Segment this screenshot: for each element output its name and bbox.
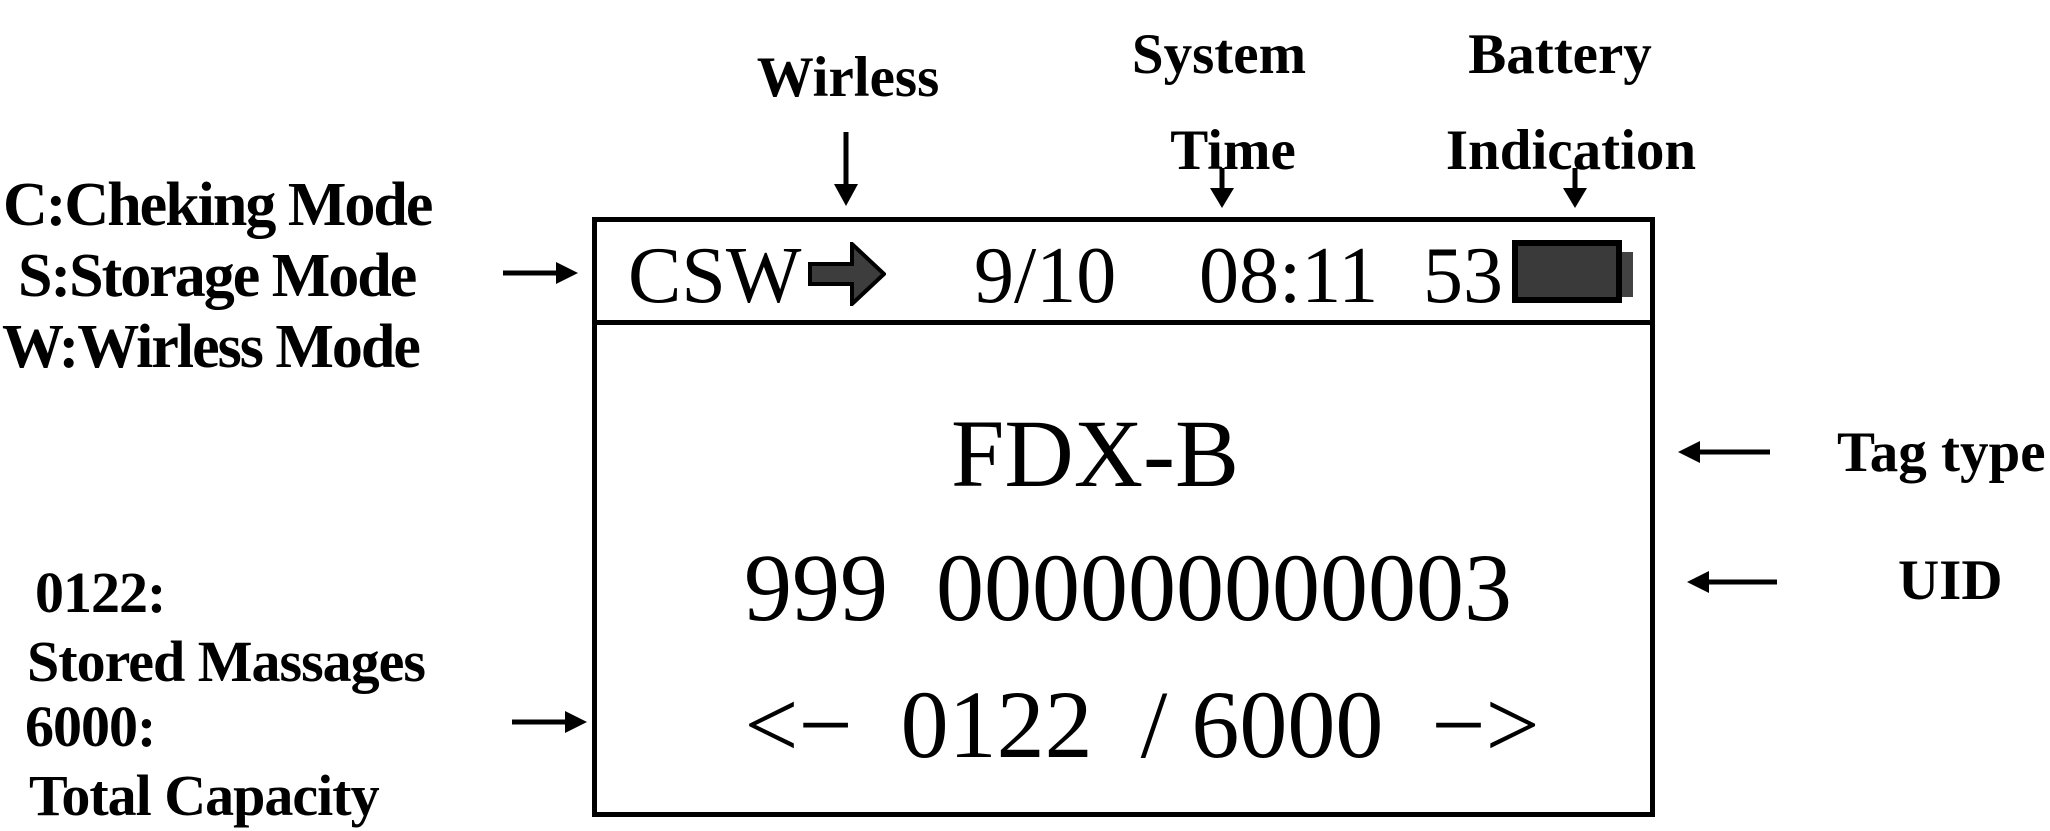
uid-annotation-label: UID bbox=[1898, 549, 2003, 612]
checking-mode-legend-line: C:Cheking Mode bbox=[3, 171, 433, 239]
arrow-left-icon bbox=[1687, 569, 1777, 595]
arrow-down-icon bbox=[1560, 168, 1590, 208]
stored-messages-counter: <− 0122 / 6000 −> bbox=[744, 671, 1540, 778]
wireless-indicator-icon bbox=[808, 242, 886, 306]
arrow-down-icon bbox=[1207, 168, 1237, 208]
tag-type-annotation-label: Tag type bbox=[1837, 421, 2046, 484]
system-time-annotation-label-line2: Time bbox=[1170, 119, 1296, 182]
status-bar: CSW 9/10 08:11 53 bbox=[597, 222, 1650, 325]
arrow-down-icon bbox=[831, 132, 861, 206]
tag-type-value: FDX-B bbox=[950, 400, 1240, 507]
wireless-mode-legend-line: W:Wirless Mode bbox=[2, 313, 421, 381]
device-screen: CSW 9/10 08:11 53 FDX-B 999 000000000003… bbox=[592, 217, 1655, 817]
mode-letters-text: CSW bbox=[628, 232, 802, 320]
battery-indication-annotation-label-line1: Battery bbox=[1468, 23, 1652, 86]
arrow-left-icon bbox=[1678, 439, 1770, 465]
battery-percent-text: 53 bbox=[1423, 232, 1503, 320]
stored-messages-caption-label: Stored Massages bbox=[27, 629, 426, 694]
system-time-text: 08:11 bbox=[1199, 232, 1379, 320]
system-date-text: 9/10 bbox=[974, 232, 1117, 320]
arrow-right-icon bbox=[503, 260, 578, 286]
uid-value: 999 000000000003 bbox=[744, 534, 1512, 641]
battery-icon-terminal bbox=[1622, 252, 1633, 297]
battery-icon bbox=[1512, 240, 1622, 303]
arrow-right-icon bbox=[512, 709, 587, 735]
system-time-annotation-label-line1: System bbox=[1131, 23, 1307, 86]
total-capacity-caption-label: Total Capacity bbox=[29, 763, 380, 828]
total-capacity-value-label: 6000: bbox=[25, 694, 156, 759]
storage-mode-legend-line: S:Storage Mode bbox=[18, 242, 417, 310]
battery-indication-annotation-label-line2: Indication bbox=[1445, 119, 1697, 182]
stored-messages-value-label: 0122: bbox=[35, 560, 166, 625]
wireless-mode-annotation-label: Wirless bbox=[756, 46, 940, 109]
